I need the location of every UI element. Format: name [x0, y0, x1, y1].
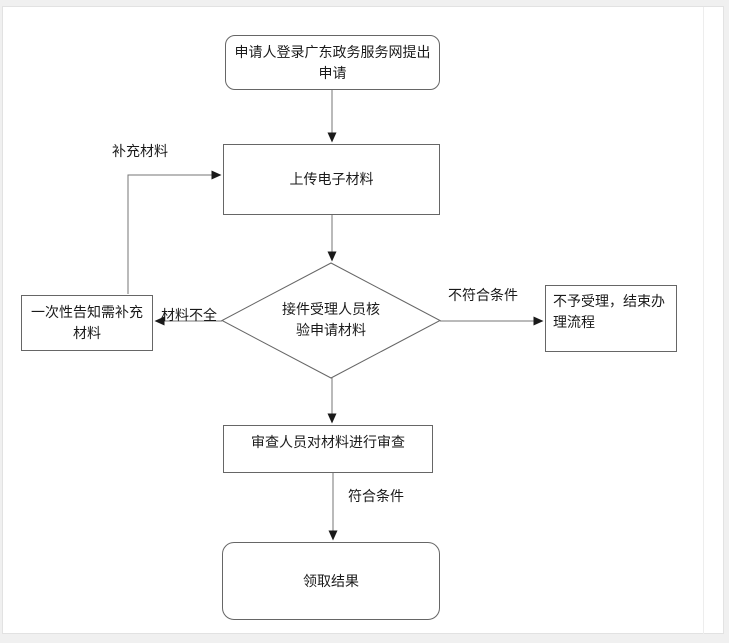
edge-label-qualified: 符合条件	[348, 488, 404, 504]
node-label: 不予受理，结束办 理流程	[553, 293, 665, 330]
node-label: 一次性告知需补充 材料	[31, 304, 143, 341]
node-result: 领取结果	[222, 542, 440, 620]
node-label: 领取结果	[303, 572, 359, 589]
edge-label-not-qualified: 不符合条件	[448, 287, 518, 303]
edge-label-supplement: 补充材料	[112, 143, 168, 159]
panel-right-divider	[703, 7, 704, 634]
node-review: 审查人员对材料进行审查	[223, 425, 433, 473]
node-label: 接件受理人员核 验申请材料	[282, 301, 380, 338]
node-start: 申请人登录广东政务服务网提出 申请	[225, 35, 440, 90]
node-label: 审查人员对材料进行审查	[251, 434, 405, 450]
node-reject: 不予受理，结束办 理流程	[545, 285, 677, 352]
edge-label-incomplete: 材料不全	[161, 307, 217, 323]
node-label: 上传电子材料	[289, 171, 374, 187]
node-upload: 上传电子材料	[223, 144, 440, 215]
node-label: 申请人登录广东政务服务网提出 申请	[234, 43, 431, 81]
node-notify: 一次性告知需补充 材料	[21, 295, 153, 351]
node-verify-decision: 接件受理人员核 验申请材料	[236, 291, 426, 349]
